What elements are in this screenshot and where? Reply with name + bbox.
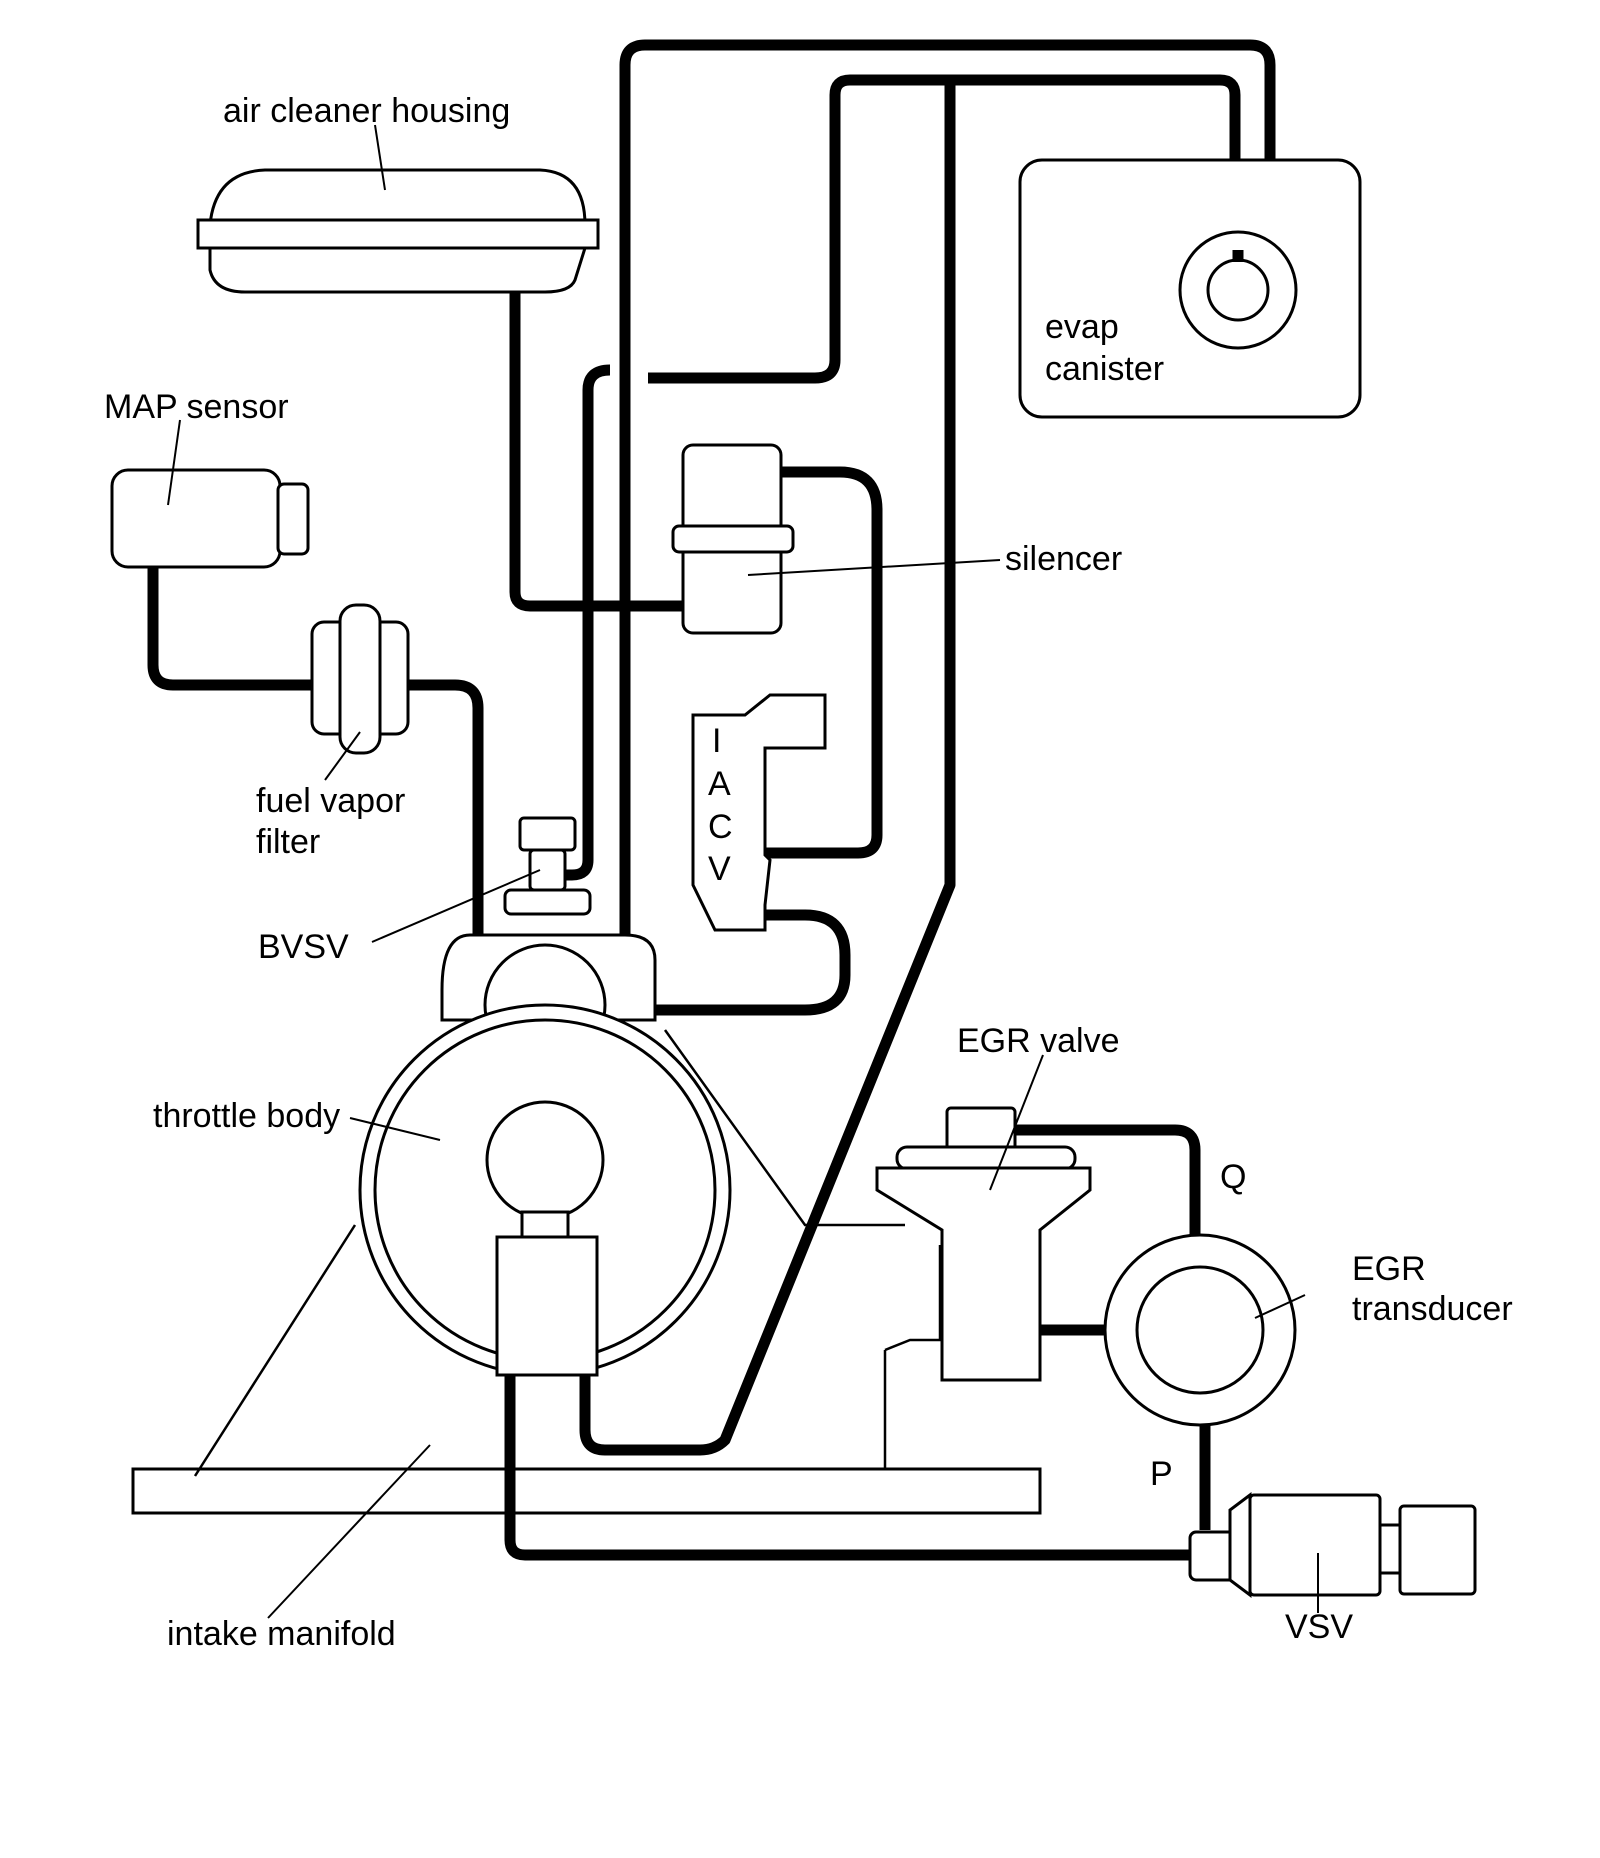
leader-throttle-body	[349, 1117, 441, 1141]
hose-throttle-to-vsv	[504, 1375, 1190, 1561]
hose-egr-to-transducer	[1010, 1124, 1201, 1265]
map-sensor	[110, 468, 310, 569]
hose-iacv-to-throttle	[600, 909, 851, 1016]
fuel-vapor-filter	[310, 603, 410, 755]
label-vsv: VSV	[1285, 1608, 1353, 1646]
vacuum-hoses	[147, 39, 1276, 1561]
hose-silencer-to-iacv	[765, 466, 883, 859]
bvsv	[503, 816, 592, 916]
hose-aircleaner-to-silencer	[509, 292, 683, 612]
labels: air cleaner housing MAP sensor evap cani…	[104, 92, 1513, 1653]
iacv	[691, 693, 827, 932]
hose-canister-to-manifold	[579, 80, 956, 1456]
hose-bvsv	[558, 364, 611, 881]
label-port-p: P	[1150, 1455, 1173, 1493]
leader-bvsv	[371, 869, 541, 943]
leader-map-sensor	[167, 419, 181, 506]
egr-transducer	[1103, 1233, 1297, 1427]
hose-map-to-filter	[147, 565, 315, 691]
label-bvsv: BVSV	[258, 928, 349, 966]
label-fuel-vapor-2: filter	[256, 823, 320, 861]
label-iacv-v: V	[708, 850, 731, 888]
silencer	[671, 443, 795, 635]
label-egr-transducer-2: transducer	[1352, 1290, 1513, 1328]
leader-fuel-vapor-filter	[324, 731, 361, 781]
label-iacv-a: A	[708, 765, 731, 803]
label-iacv-i: I	[712, 722, 721, 760]
label-egr-transducer-1: EGR	[1352, 1250, 1426, 1288]
label-map-sensor: MAP sensor	[104, 388, 289, 426]
hose-canister-purge	[648, 74, 1241, 384]
label-intake-manifold: intake manifold	[167, 1615, 396, 1653]
label-silencer: silencer	[1005, 540, 1122, 578]
leader-silencer	[747, 559, 1001, 576]
intake-manifold	[131, 1029, 1042, 1515]
egr-valve	[875, 1106, 1092, 1382]
leader-egr-valve	[989, 1054, 1044, 1191]
leader-lines	[167, 124, 1319, 1619]
throttle-body	[358, 933, 732, 1377]
label-iacv-c: C	[708, 808, 733, 846]
leader-egr-transducer	[1254, 1294, 1306, 1319]
hose-canister-to-throttle	[619, 39, 1276, 935]
air-cleaner-housing	[196, 168, 600, 294]
label-port-q: Q	[1220, 1158, 1246, 1196]
label-evap-canister-2: canister	[1045, 350, 1164, 388]
hose-filter-to-throttle	[405, 679, 484, 950]
label-throttle-body: throttle body	[153, 1097, 340, 1135]
label-evap-canister-1: evap	[1045, 308, 1119, 346]
vsv	[1188, 1492, 1477, 1598]
label-egr-valve: EGR valve	[957, 1022, 1120, 1060]
leader-intake-manifold	[267, 1444, 431, 1619]
evap-canister	[1018, 158, 1362, 419]
label-air-cleaner-housing: air cleaner housing	[223, 92, 510, 130]
label-fuel-vapor-1: fuel vapor	[256, 782, 405, 820]
leader-air-cleaner	[374, 124, 386, 191]
